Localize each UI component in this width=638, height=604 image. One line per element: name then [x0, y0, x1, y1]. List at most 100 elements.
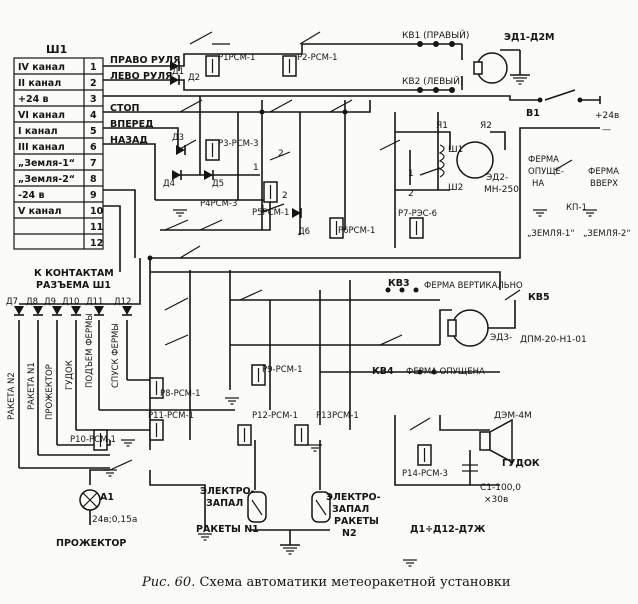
connector-row: 12: [90, 238, 103, 249]
label-p13: Р13РСМ-1: [316, 411, 359, 421]
connector-row-number: 7: [90, 158, 97, 169]
label-sh1: Ш1: [448, 145, 463, 155]
label-ferma_opush: ФЕРМА ОПУЩЕНА: [406, 367, 485, 377]
connector-row-label: IV канал: [18, 62, 65, 73]
label-p10: Р10-РСМ-1: [70, 435, 116, 445]
diode-symbol: [52, 306, 62, 315]
connector-row-label: V канал: [18, 206, 61, 217]
label-a1: А1: [100, 492, 114, 503]
connector-row: „Земля-1“ 7: [18, 158, 97, 169]
label-ed2a: ЭД2-: [486, 173, 508, 183]
connector-row: IV канал 1 ПРАВО РУЛЯ: [18, 55, 180, 73]
wiring: [18, 43, 601, 546]
label-b1: В1: [526, 108, 540, 119]
label-kv2: КВ2 (ЛЕВЫЙ): [402, 75, 463, 87]
label-p2: Р2-РСМ-1: [297, 53, 337, 63]
wire-label: НАЗАД: [110, 135, 148, 146]
connector-row-number: 2: [90, 78, 97, 89]
label-zem2: „ЗЕМЛЯ-2“: [583, 229, 631, 239]
wire-label: ЛЕВО РУЛЯ: [110, 71, 173, 82]
lamp-a1: [79, 489, 101, 525]
label-kp1: КП-1: [566, 203, 587, 213]
diode-symbol: [170, 75, 179, 85]
label-num1: 1: [408, 169, 414, 179]
diodes: [14, 61, 302, 316]
label-ez2c: РАКЕТЫ: [334, 516, 379, 527]
label-p3: Р3-РСМ-3: [218, 139, 258, 149]
connector-row-number: 6: [90, 142, 97, 153]
label-kv5: КВ5: [528, 292, 550, 303]
label-gudok_v: ГУДОК: [65, 360, 75, 390]
connector-row-label: VI канал: [18, 110, 65, 121]
label-ferma_up_a: ФЕРМА: [588, 167, 619, 177]
connector-title: Ш1: [46, 43, 67, 56]
label-kv1: КВ1 (ПРАВЫЙ): [402, 29, 469, 41]
label-p9: Р9-РСМ-1: [262, 365, 302, 375]
diode-symbol: [122, 306, 132, 315]
connector-row-label: -24 в: [18, 190, 44, 201]
connector-row-label: I канал: [18, 126, 58, 137]
connector-row-label: III канал: [18, 142, 65, 153]
label-gudok: ГУДОК: [502, 458, 540, 469]
label-d9: Д9: [44, 297, 56, 307]
connector-row-number: 11: [90, 222, 103, 233]
label-d5: Д5: [212, 179, 224, 189]
connector-row: II канал 2 ЛЕВО РУЛЯ: [18, 71, 173, 89]
wire-label: ПРАВО РУЛЯ: [110, 55, 180, 66]
motor-ed1: [473, 52, 508, 84]
caption-prefix: Рис. 60.: [141, 575, 195, 590]
label-ferma_down_c: НА: [532, 179, 544, 189]
diode-symbol: [14, 306, 24, 315]
label-ya1: Я1: [436, 121, 448, 131]
connector-row-label: „Земля-1“: [18, 158, 75, 169]
label-ed1: ЭД1-Д2М: [504, 32, 555, 43]
diode-symbol: [33, 306, 43, 315]
label-podem: ПОДЪЕМ ФЕРМЫ: [85, 313, 95, 388]
connector-row: -24 в 9: [18, 190, 97, 201]
figure-caption: Рис. 60. Схема автоматики метеоракетной …: [141, 575, 511, 590]
label-sh2: Ш2: [448, 183, 463, 193]
label-sw2a: 2: [278, 149, 284, 159]
motor-ed2: [438, 141, 494, 179]
connector-row-number: 9: [90, 190, 97, 201]
label-d2: Д2: [188, 73, 200, 83]
label-minus: —: [602, 125, 611, 135]
contacts: [109, 31, 583, 471]
label-plus24: +24в: [595, 111, 619, 121]
label-d3: Д3: [172, 133, 184, 143]
label-sw1b: 1: [260, 204, 266, 214]
diode-symbol: [292, 208, 301, 218]
diode-symbol: [172, 170, 181, 180]
label-p12: Р12-РСМ-1: [252, 411, 298, 421]
label-p1: Р1РСМ-1: [218, 53, 255, 63]
label-ez1a: ЭЛЕКТРО-: [200, 486, 255, 497]
label-p6: Р6РСМ-1: [338, 226, 375, 236]
label-sw1a: 1: [253, 163, 259, 173]
label-p14: Р14-РСМ-3: [402, 469, 448, 479]
diode-symbol: [94, 306, 104, 315]
diode-symbol: [71, 306, 81, 315]
diode-symbol: [204, 170, 213, 180]
label-p11: Р11-РСМ-1: [148, 411, 194, 421]
label-sw2b: 2: [282, 191, 288, 201]
ground-symbols: [103, 77, 597, 567]
connector-row-number: 1: [90, 62, 97, 73]
label-kv4: КВ4: [372, 366, 394, 377]
connector-sh1: Ш1 IV канал 1 ПРАВО РУЛЯ II канал 2 ЛЕВО РУЛЯ…: [13, 43, 180, 250]
label-d1: Д1: [172, 67, 184, 77]
label-c1: С1-100,0: [480, 483, 521, 493]
label-ez2d: N2: [342, 528, 357, 539]
label-contacts_a: К КОНТАКТАМ: [34, 268, 114, 279]
label-zem1: „ЗЕМЛЯ-1“: [527, 229, 575, 239]
label-spusk: СПУСК ФЕРМЫ: [111, 323, 121, 388]
label-p7: Р7-РЭС-6: [398, 209, 437, 219]
label-c1b: ×30в: [484, 495, 508, 505]
connector-row-label: II канал: [18, 78, 61, 89]
label-ferma_up_b: ВВЕРХ: [590, 179, 618, 189]
connector-row-number: 8: [90, 174, 97, 185]
diode-symbol: [170, 61, 179, 71]
